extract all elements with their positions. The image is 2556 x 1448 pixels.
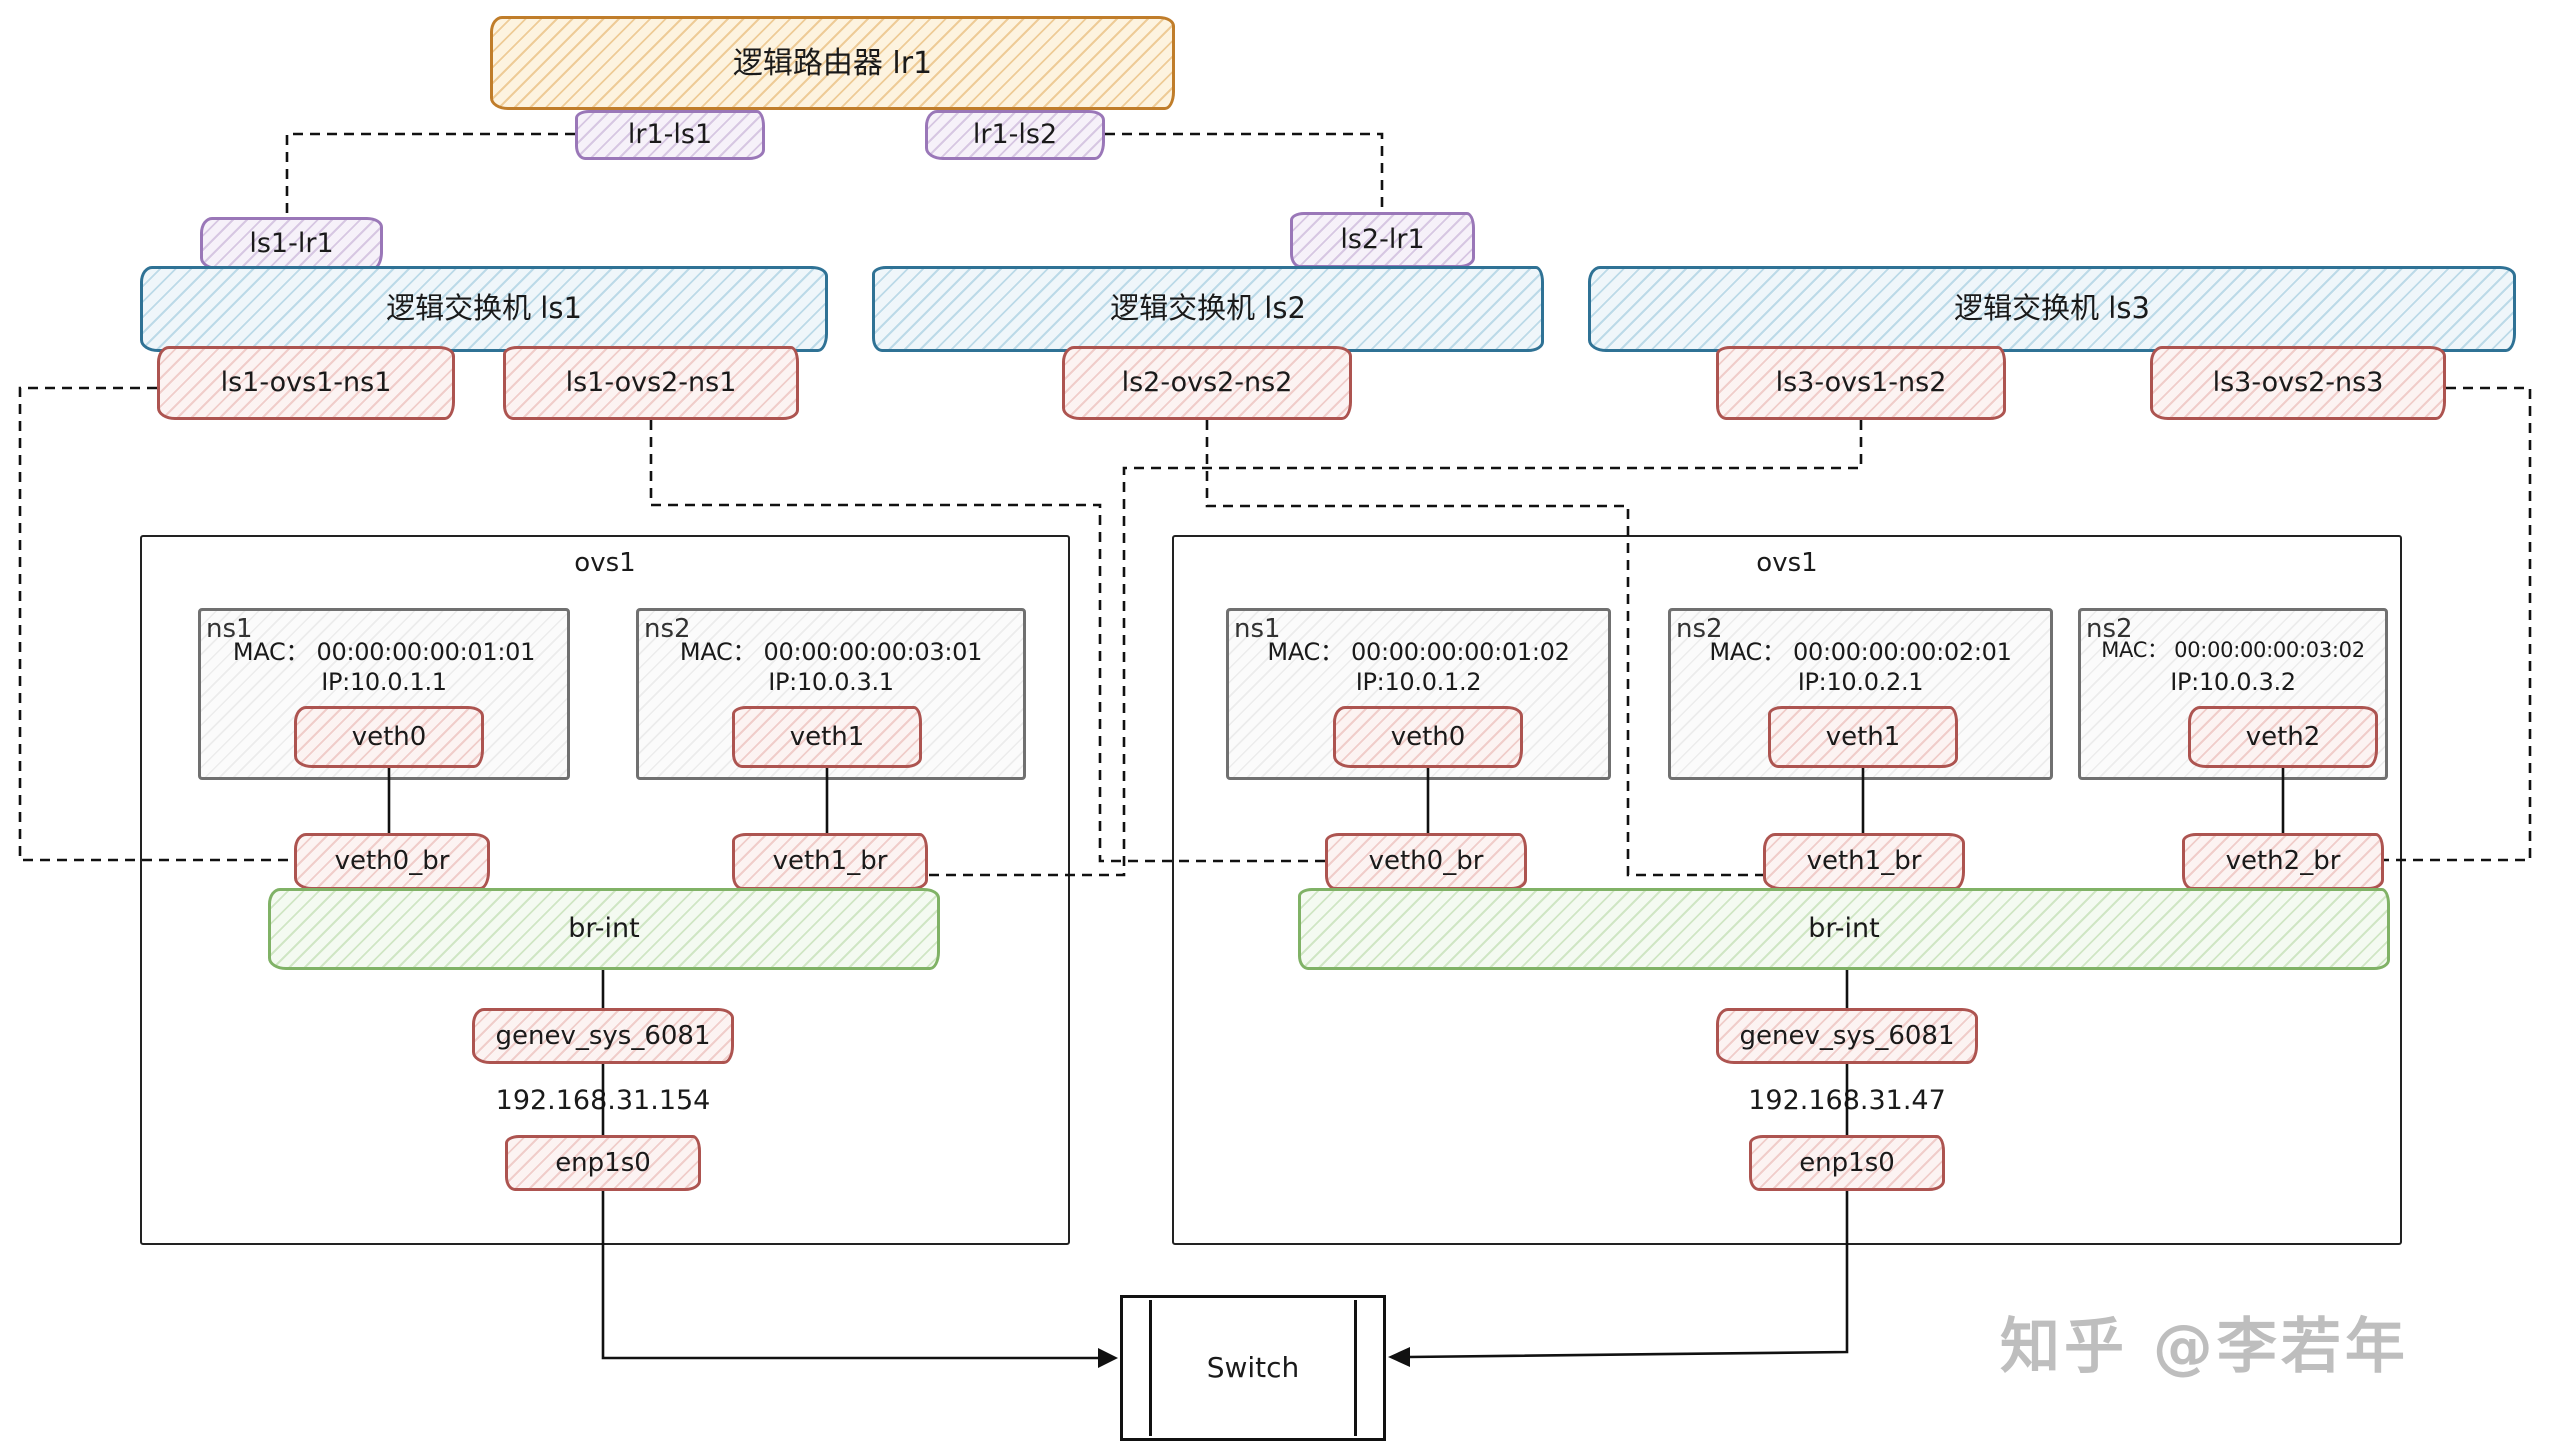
logical-port-ls3-ovs1-ns2: ls3-ovs1-ns2: [1716, 346, 2006, 420]
veth-interface: veth1: [732, 706, 922, 768]
mac-address: MAC： 00:00:00:00:03:01: [679, 638, 983, 666]
veth-br-label: veth0_br: [334, 846, 450, 877]
switch-label: Switch: [1206, 1350, 1300, 1384]
veth-br-label: veth0_br: [1368, 846, 1484, 877]
logical-port-ls3-ovs2-ns3: ls3-ovs2-ns3: [2150, 346, 2446, 420]
physical-nic: enp1s0: [505, 1135, 701, 1191]
router-port-lr1-ls1: lr1-ls1: [575, 110, 765, 160]
switch-port-label: ls2-lr1: [1340, 224, 1425, 256]
logical-switch-ls3: 逻辑交换机 ls3: [1588, 266, 2516, 352]
veth-br-port: veth1_br: [732, 833, 928, 890]
ip-address: IP:10.0.1.2: [1355, 668, 1482, 696]
switch-port-ls1-lr1: ls1-lr1: [200, 217, 383, 270]
mac-address: MAC： 00:00:00:00:01:02: [1267, 638, 1570, 666]
veth-interface: veth0: [1333, 706, 1523, 768]
nic-label: enp1s0: [1799, 1147, 1895, 1178]
logical-switch-label: 逻辑交换机 ls3: [1954, 291, 2150, 326]
veth-interface: veth1: [1768, 706, 1958, 768]
router-port-label: lr1-ls2: [972, 119, 1058, 151]
veth-interface: veth2: [2188, 706, 2378, 768]
br-int-bridge: br-int: [1298, 888, 2390, 970]
logical-switch-label: 逻辑交换机 ls1: [386, 291, 582, 326]
br-int-label: br-int: [1808, 913, 1880, 945]
mac-address: MAC： 00:00:00:00:03:02: [2101, 638, 2365, 662]
geneve-tunnel-port: genev_sys_6081: [1716, 1008, 1978, 1064]
logical-port-ls1-ovs1-ns1: ls1-ovs1-ns1: [157, 346, 455, 420]
veth-br-port: veth2_br: [2182, 833, 2384, 890]
logical-port-label: ls3-ovs2-ns3: [2212, 367, 2384, 399]
dashed-ls3ovs2ns3-to-veth2br-right: [2384, 386, 2532, 862]
switch-port-label: ls1-lr1: [249, 227, 334, 259]
host-label-left: ovs1: [574, 548, 636, 578]
br-int-label: br-int: [568, 913, 640, 945]
veth-label: veth1: [1825, 721, 1901, 752]
logical-router-label: 逻辑路由器 lr1: [732, 45, 933, 81]
physical-nic: enp1s0: [1749, 1135, 1945, 1191]
logical-port-ls2-ovs2-ns2: ls2-ovs2-ns2: [1062, 346, 1352, 420]
arrowhead-into-switch-left: [1098, 1348, 1118, 1368]
ip-address: IP:10.0.3.1: [768, 668, 894, 696]
veth-br-port: veth0_br: [294, 833, 490, 890]
dashed-lr1ls1-to-ls1lr1: [285, 132, 575, 217]
veth-label: veth1: [789, 721, 865, 752]
logical-router-lr1: 逻辑路由器 lr1: [490, 16, 1175, 110]
router-port-lr1-ls2: lr1-ls2: [925, 110, 1105, 160]
host-ip: 192.168.31.47: [1748, 1085, 1946, 1116]
switch-panel-line-left: [1149, 1300, 1152, 1436]
logical-port-label: ls1-ovs1-ns1: [220, 367, 392, 399]
router-port-label: lr1-ls1: [627, 119, 713, 151]
dashed-lr1ls2-to-ls2lr1: [1105, 132, 1384, 212]
geneve-tunnel-port: genev_sys_6081: [472, 1008, 734, 1064]
veth-label: veth0: [351, 721, 427, 752]
namespace-label: ns2: [2086, 614, 2133, 644]
br-int-bridge: br-int: [268, 888, 940, 970]
ip-address: IP:10.0.3.2: [2170, 668, 2296, 696]
logical-switch-label: 逻辑交换机 ls2: [1110, 291, 1306, 326]
logical-switch-ls2: 逻辑交换机 ls2: [872, 266, 1544, 352]
veth-br-label: veth2_br: [2225, 846, 2341, 877]
veth-br-label: veth1_br: [772, 846, 888, 877]
veth-br-port: veth1_br: [1763, 833, 1965, 890]
veth-interface: veth0: [294, 706, 484, 768]
switch-port-ls2-lr1: ls2-lr1: [1290, 212, 1475, 268]
veth-br-label: veth1_br: [1806, 846, 1922, 877]
ip-address: IP:10.0.2.1: [1797, 668, 1924, 696]
veth-label: veth2: [2245, 721, 2321, 752]
nic-label: enp1s0: [555, 1147, 651, 1178]
tunnel-label: genev_sys_6081: [495, 1020, 711, 1051]
mac-address: MAC： 00:00:00:00:02:01: [1709, 638, 2012, 666]
logical-port-label: ls3-ovs1-ns2: [1775, 367, 1947, 399]
logical-port-ls1-ovs2-ns1: ls1-ovs2-ns1: [503, 346, 799, 420]
logical-port-label: ls1-ovs2-ns1: [565, 367, 737, 399]
veth-label: veth0: [1390, 721, 1466, 752]
physical-switch: Switch: [1120, 1295, 1386, 1441]
host-label-right: ovs1: [1756, 548, 1818, 578]
tunnel-label: genev_sys_6081: [1739, 1020, 1955, 1051]
switch-panel-line-right: [1354, 1300, 1357, 1436]
ip-address: IP:10.0.1.1: [321, 668, 447, 696]
veth-br-port: veth0_br: [1325, 833, 1527, 890]
mac-address: MAC： 00:00:00:00:01:01: [232, 638, 536, 666]
logical-switch-ls1: 逻辑交换机 ls1: [140, 266, 828, 352]
host-ip: 192.168.31.154: [495, 1085, 711, 1116]
watermark: 知乎 @李若年: [2000, 1312, 2409, 1382]
logical-port-label: ls2-ovs2-ns2: [1121, 367, 1293, 399]
arrowhead-into-switch-right: [1388, 1347, 1410, 1367]
